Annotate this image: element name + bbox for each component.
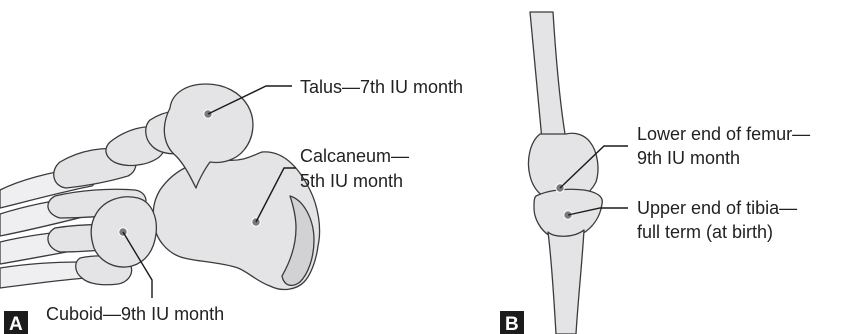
calcaneum-label-line1: Calcaneum— xyxy=(300,146,409,166)
femur-label-line2: 9th IU month xyxy=(637,148,740,168)
tibia-shaft xyxy=(548,230,584,334)
femur-shaft xyxy=(530,12,566,140)
femur-label-line1: Lower end of femur— xyxy=(637,124,810,144)
panel-b-knee: Lower end of femur— 9th IU month Upper e… xyxy=(500,12,810,334)
cuboid-label: Cuboid—9th IU month xyxy=(46,304,224,324)
tibia-label-line2: full term (at birth) xyxy=(637,222,773,242)
tibia-label-line1: Upper end of tibia— xyxy=(637,198,797,218)
panel-a-letter: A xyxy=(9,314,23,334)
panel-a-foot: Talus—7th IU month Calcaneum— 5th IU mon… xyxy=(0,77,463,334)
panel-b-letter: B xyxy=(505,314,519,334)
talus-label: Talus—7th IU month xyxy=(300,77,463,97)
calcaneum-label-line2: 5th IU month xyxy=(300,171,403,191)
